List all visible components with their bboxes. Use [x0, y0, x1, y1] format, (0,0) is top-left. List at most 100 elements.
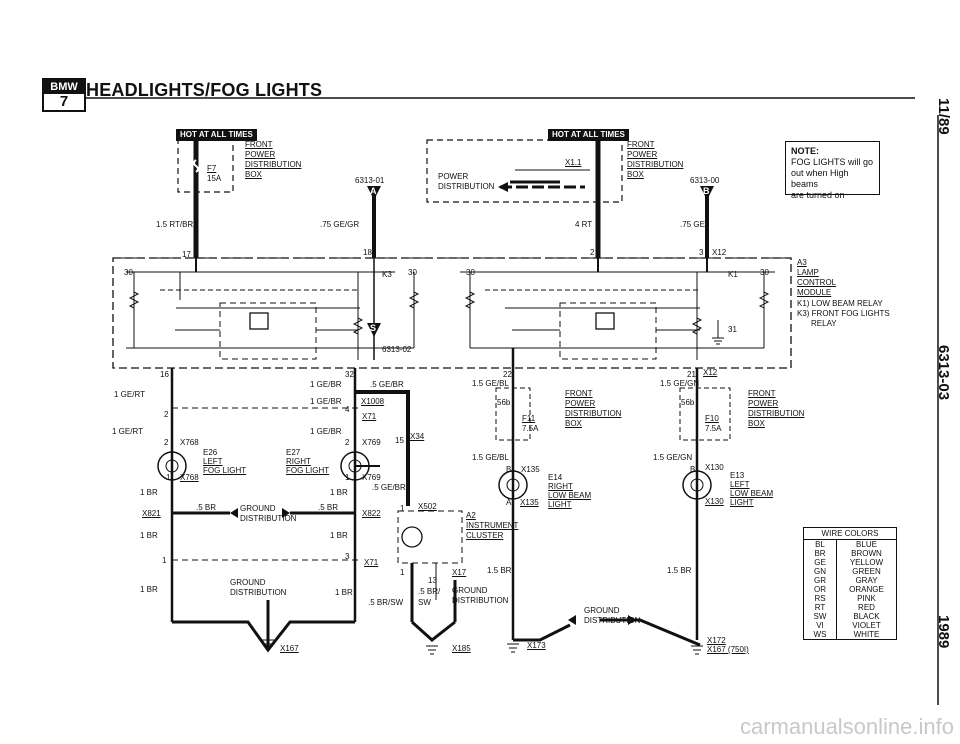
pin-21: 21 — [687, 370, 696, 379]
fpd3-distribution: DISTRIBUTION — [565, 409, 622, 418]
distribution3: DISTRIBUTION — [452, 596, 509, 605]
wire-1gert: 1 GE/RT — [114, 390, 145, 399]
wire-15gegn: 1.5 GE/GN — [660, 379, 700, 388]
pin-56b-a: 56b — [497, 398, 511, 407]
wire-color-code: BR — [804, 549, 837, 558]
ref-6313-00: 6313-00 — [690, 176, 720, 185]
wire-15gebl2: 1.5 GE/BL — [472, 453, 509, 462]
conn-x769b: X769 — [362, 473, 381, 482]
conn-x12a: X12 — [712, 248, 727, 257]
pin-b-a: B — [506, 465, 512, 474]
pin-18: 18 — [363, 248, 372, 257]
conn-x130b: X130 — [705, 497, 724, 506]
pin-2c: 2 — [345, 438, 350, 447]
fpd4-front: FRONT — [748, 389, 776, 398]
conn-x172: X172 — [707, 636, 726, 645]
conn-x71: X71 — [362, 412, 377, 421]
wire-color-code: RT — [804, 603, 837, 612]
fuse-15a: 15A — [207, 174, 222, 183]
wire-5gebr2: .5 GE/BR — [372, 483, 406, 492]
fpd3-front: FRONT — [565, 389, 593, 398]
pin-2b: 2 — [164, 410, 169, 419]
side-section: 6313-03 — [935, 345, 952, 401]
note-heading: NOTE: — [791, 146, 819, 156]
wire-color-name: BLACK — [853, 612, 880, 621]
pin-16: 16 — [160, 370, 169, 379]
wire-color-code: SW — [804, 612, 837, 621]
ground3: GROUND — [452, 586, 488, 595]
wire-color-name: YELLOW — [849, 558, 884, 567]
wire-gebr3: 1 GE/BR — [310, 427, 342, 436]
conn-x822: X822 — [362, 509, 381, 518]
conn-x173: X173 — [527, 641, 546, 650]
e14-low: LOW BEAM — [548, 491, 592, 500]
k1: K1 — [728, 270, 738, 279]
conn-x502: X502 — [418, 502, 437, 511]
side-date: 11/89 — [935, 98, 952, 135]
wire-color-name: BLUE — [856, 540, 877, 549]
fpd2-power: POWER — [627, 150, 658, 159]
e13-low: LOW BEAM — [730, 489, 774, 498]
wire-75ge: .75 GE — [680, 220, 705, 229]
wire-color-code: RS — [804, 594, 837, 603]
arrow-a-label: A — [370, 186, 377, 196]
fpd-front: FRONT — [245, 140, 273, 149]
pin-31: 31 — [728, 325, 737, 334]
wire-color-code: OR — [804, 585, 837, 594]
pin-2d: 2 — [164, 438, 169, 447]
wire-color-code: VI — [804, 621, 837, 630]
note-box: NOTE: FOG LIGHTS will go out when High b… — [785, 141, 880, 200]
wire-color-code: GN — [804, 567, 837, 576]
fpd-box: BOX — [245, 170, 262, 179]
pin-1e: 1 — [400, 568, 405, 577]
wire-color-code: GR — [804, 576, 837, 585]
wire-1br-f: 1 BR — [335, 588, 353, 597]
pin-30c: 30 — [466, 268, 475, 277]
ref-6313-01: 6313-01 — [355, 176, 385, 185]
conn-x135b: X135 — [520, 498, 539, 507]
fpd3-box: BOX — [565, 419, 582, 428]
wire-color-code: BL — [804, 540, 837, 549]
wire-5br-a: .5 BR — [196, 503, 217, 512]
pin-3: 3 — [699, 248, 704, 257]
e14: E14 — [548, 473, 563, 482]
conn-x167a: X167 — [280, 644, 299, 653]
ground2: GROUND — [230, 578, 266, 587]
e27: E27 — [286, 448, 301, 457]
page-title: HEADLIGHTS/FOG LIGHTS — [86, 80, 323, 100]
bmw-logo: BMW 7 — [42, 78, 86, 112]
pin-13: 13 — [428, 576, 437, 585]
f11: F11 — [522, 414, 536, 423]
watermark: carmanualsonline.info — [739, 714, 954, 739]
wire-5br-b: .5 BR — [318, 503, 339, 512]
pin-56b-b: 56b — [681, 398, 695, 407]
distribution2: DISTRIBUTION — [230, 588, 287, 597]
conn-x768a: X768 — [180, 438, 199, 447]
fog-light-l: FOG LIGHT — [203, 466, 247, 475]
conn-x34: X34 — [410, 432, 425, 441]
fog-light-r: FOG LIGHT — [286, 466, 330, 475]
ref-6313-02: 6313-02 — [382, 345, 412, 354]
a75-a: 7.5A — [522, 424, 539, 433]
wire-color-name: ORANGE — [849, 585, 884, 594]
a75-b: 7.5A — [705, 424, 722, 433]
wire-color-name: GREEN — [852, 567, 881, 576]
distribution: DISTRIBUTION — [240, 514, 297, 523]
wire-1br-d: 1 BR — [330, 531, 348, 540]
right: RIGHT — [286, 457, 311, 466]
wire-color-row: OR ORANGE — [804, 585, 896, 594]
k3-desc: K3) FRONT FOG LIGHTS — [797, 309, 890, 318]
distribution4: DISTRIBUTION — [584, 616, 641, 625]
fpd2-box: BOX — [627, 170, 644, 179]
wire-15gebl: 1.5 GE/BL — [472, 379, 509, 388]
pin-2: 2 — [590, 248, 595, 257]
wire-color-name: GRAY — [855, 576, 878, 585]
hot-label-left: HOT AT ALL TIMES — [176, 129, 257, 141]
